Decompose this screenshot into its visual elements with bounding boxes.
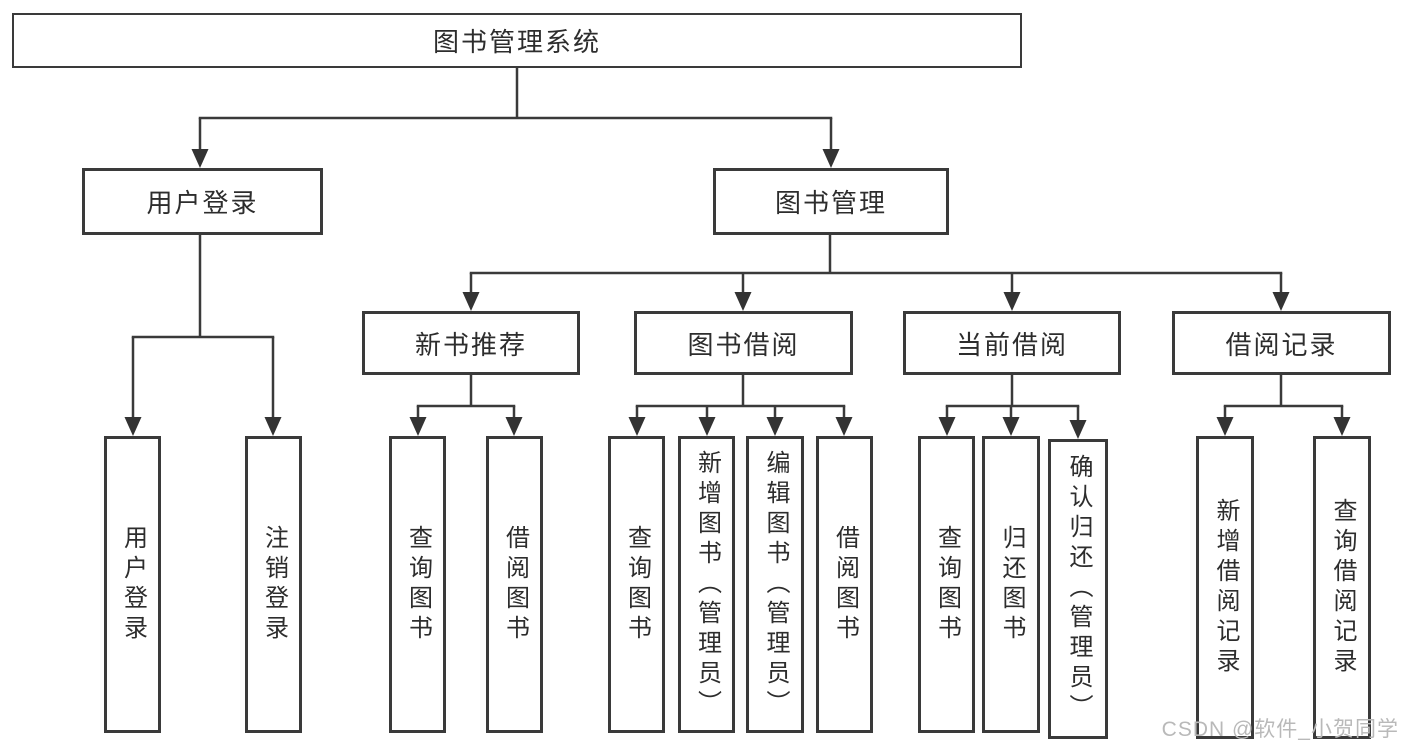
leaf-return-book-label: 归还图书 <box>998 524 1025 645</box>
leaf-logout-label: 注销登录 <box>260 524 288 645</box>
leaf-current-query-book: 查询图书 <box>918 436 975 733</box>
leaf-newbook-query-book-label: 查询图书 <box>404 524 432 645</box>
node-root-label: 图书管理系统 <box>432 27 601 57</box>
leaf-confirm-return-admin: 确认归还（管理员） <box>1048 439 1108 739</box>
leaf-add-borrow-record: 新增借阅记录 <box>1196 436 1254 739</box>
node-borrow-records-label: 借阅记录 <box>1225 329 1338 360</box>
leaf-borrow-book-label: 借阅图书 <box>831 524 859 645</box>
leaf-query-borrow-record: 查询借阅记录 <box>1313 436 1371 739</box>
leaf-add-borrow-record-label: 新增借阅记录 <box>1212 497 1239 678</box>
leaf-borrow-query-book-label: 查询图书 <box>623 524 651 645</box>
leaf-edit-book-admin: 编辑图书（管理员） <box>746 436 804 733</box>
leaf-user-login-label: 用户登录 <box>119 524 147 645</box>
node-book-management: 图书管理 <box>713 168 949 235</box>
leaf-add-book-admin-label: 新增图书（管理员） <box>693 449 721 720</box>
node-current-borrow: 当前借阅 <box>903 311 1121 375</box>
connector-root-to-level2 <box>191 68 840 168</box>
node-current-borrow-label: 当前借阅 <box>955 329 1068 360</box>
node-new-book-recommend: 新书推荐 <box>362 311 580 375</box>
leaf-newbook-query-book: 查询图书 <box>389 436 446 733</box>
node-user-login: 用户登录 <box>82 168 323 235</box>
leaf-confirm-return-admin-label: 确认归还（管理员） <box>1065 454 1092 724</box>
leaf-newbook-borrow-book-label: 借阅图书 <box>501 524 529 645</box>
leaf-query-borrow-record-label: 查询借阅记录 <box>1329 497 1356 678</box>
leaf-add-book-admin: 新增图书（管理员） <box>678 436 735 733</box>
node-user-login-label: 用户登录 <box>146 188 259 218</box>
csdn-watermark: CSDN @软件_小贺同学 <box>1161 718 1399 741</box>
leaf-logout: 注销登录 <box>245 436 302 733</box>
connector-newbook-to-leaves <box>409 375 523 436</box>
node-book-borrow: 图书借阅 <box>634 311 853 375</box>
connector-bookborrow-to-leaves <box>628 375 853 436</box>
node-book-management-label: 图书管理 <box>774 188 887 218</box>
connector-bookmgmt-to-level3 <box>462 235 1290 311</box>
leaf-newbook-borrow-book: 借阅图书 <box>486 436 543 733</box>
connector-borrowrecords-to-leaves <box>1216 375 1351 436</box>
connector-userlogin-to-leaves <box>124 235 282 436</box>
leaf-current-query-book-label: 查询图书 <box>933 524 961 645</box>
node-new-book-recommend-label: 新书推荐 <box>414 329 527 360</box>
connector-currentborrow-to-leaves <box>938 375 1087 439</box>
leaf-edit-book-admin-label: 编辑图书（管理员） <box>762 449 789 720</box>
leaf-borrow-query-book: 查询图书 <box>608 436 665 733</box>
node-borrow-records: 借阅记录 <box>1172 311 1391 375</box>
leaf-user-login: 用户登录 <box>104 436 161 733</box>
leaf-return-book: 归还图书 <box>982 436 1040 733</box>
node-root-system: 图书管理系统 <box>12 13 1022 68</box>
node-book-borrow-label: 图书借阅 <box>687 329 800 360</box>
leaf-borrow-book: 借阅图书 <box>816 436 873 733</box>
